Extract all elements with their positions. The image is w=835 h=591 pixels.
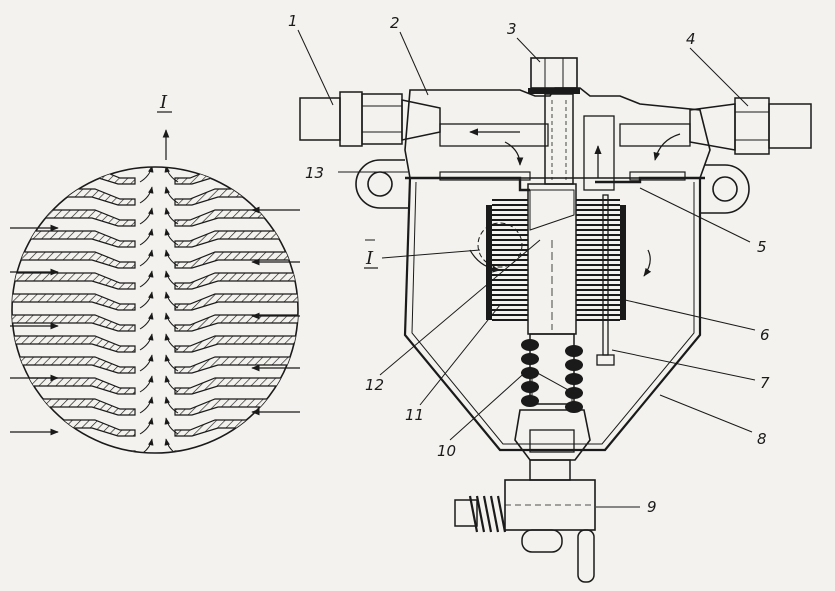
channel-flow-arrow [164, 270, 179, 288]
valve-spring-coil [468, 495, 479, 533]
filter-element [469, 183, 652, 366]
section-marker: I [365, 248, 374, 269]
plate-right [174, 419, 298, 437]
channel-flow-arrow [139, 270, 154, 288]
callout-5: 5 [757, 238, 767, 256]
callout-9: 9 [647, 498, 657, 516]
plate-right [174, 314, 298, 332]
plate-left [12, 440, 136, 453]
leader-lines [297, 29, 756, 508]
plate-right [174, 230, 298, 248]
filter-assembly: 1 2 3 4 5 6 7 8 9 10 11 12 13 I [288, 12, 812, 583]
plate-left [12, 230, 136, 248]
plate-right [174, 251, 298, 269]
callout-8: 8 [757, 430, 767, 448]
channel-flow-arrow [139, 228, 154, 246]
callout-4: 4 [686, 30, 696, 48]
inlet-fitting [299, 91, 441, 147]
channel-flow-arrow [139, 417, 154, 435]
callout-10: 10 [437, 442, 456, 460]
filter-cover [404, 87, 711, 191]
channel-flow-arrow [164, 312, 179, 330]
housing-bowl [403, 176, 705, 452]
plate-left [12, 251, 136, 269]
channel-flow-arrow [164, 396, 179, 414]
callout-1: 1 [288, 12, 298, 30]
plate-left [12, 209, 136, 227]
detail-view: I [10, 92, 300, 454]
channel-flow-arrow [139, 249, 154, 267]
plate-left [12, 398, 136, 416]
callout-11: 11 [405, 406, 424, 424]
callout-3: 3 [507, 20, 517, 38]
channel-flow-arrow [164, 438, 179, 453]
plate-right [174, 356, 298, 374]
plate-left [12, 335, 136, 353]
channel-flow-arrow [164, 354, 179, 372]
channel-flow-arrow [164, 207, 179, 225]
plate-right [174, 335, 298, 353]
callout-6: 6 [760, 326, 770, 344]
plate-right [174, 272, 298, 290]
plate-left [12, 314, 136, 332]
channel-flow-arrow [139, 207, 154, 225]
channel-flow-arrow [139, 167, 154, 183]
plate-right [174, 293, 298, 311]
plate-left [12, 272, 136, 290]
channel-flow-arrow [164, 186, 179, 204]
plate-left [12, 356, 136, 374]
plate-right [174, 188, 298, 206]
plate-left [12, 293, 136, 311]
channel-flow-arrow [139, 291, 154, 309]
channel-flow-arrow [139, 438, 154, 453]
channel-flow-arrow [164, 167, 179, 183]
detail-circle [11, 166, 299, 454]
center-bolt [528, 57, 580, 185]
channel-flow-arrow [139, 186, 154, 204]
channel-flow-arrow [139, 375, 154, 393]
channel-flow-arrow [139, 354, 154, 372]
channel-flow-arrow [164, 375, 179, 393]
channel-flow-arrow [164, 291, 179, 309]
callout-12: 12 [365, 376, 384, 394]
plate-left [12, 419, 136, 437]
valve-spring-coil [496, 495, 507, 533]
callout-2: 2 [390, 14, 400, 32]
valve-spring-coil [489, 495, 500, 533]
callout-7: 7 [760, 374, 770, 392]
plate-right [174, 167, 298, 185]
plate-left [12, 377, 136, 395]
drain-valve [454, 409, 596, 583]
plate-right [174, 377, 298, 395]
valve-spring-coil [482, 495, 493, 533]
channel-flow-arrow [139, 396, 154, 414]
channel-flow-arrow [164, 333, 179, 351]
plate-stack-right [576, 199, 620, 321]
inlet-flow-arrows [10, 206, 300, 436]
channel-flow-arrow [164, 228, 179, 246]
spring [521, 333, 583, 413]
channel-flow-arrow [164, 249, 179, 267]
plate-left [12, 188, 136, 206]
plate-right [174, 440, 298, 453]
valve-spring-coil [475, 495, 486, 533]
channel-flow-arrow [139, 333, 154, 351]
plate-left [12, 167, 136, 185]
detail-label: I [159, 92, 168, 113]
plate-stack-left [492, 199, 528, 321]
plate-right [174, 209, 298, 227]
channel-flow-arrow [164, 417, 179, 435]
callout-13: 13 [305, 164, 324, 182]
channel-flow-arrow [139, 312, 154, 330]
